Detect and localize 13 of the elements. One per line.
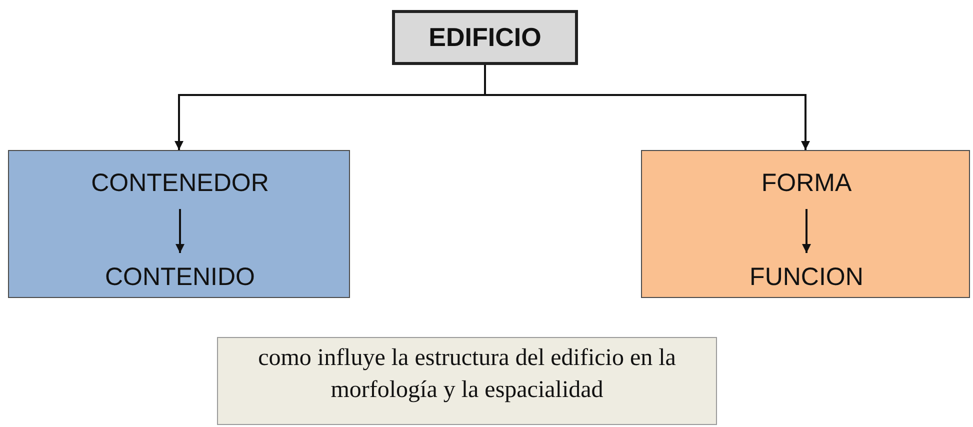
term-label: FUNCION — [682, 259, 931, 295]
term-label: CONTENIDO — [49, 259, 311, 295]
title-box — [392, 10, 578, 65]
arrow — [484, 65, 810, 150]
arrow — [802, 209, 811, 253]
category-box — [641, 150, 970, 298]
note-box — [217, 337, 717, 425]
category-box — [8, 150, 350, 298]
arrow — [176, 209, 184, 253]
title-text: EDIFICIO — [428, 22, 542, 53]
term-label: CONTENEDOR — [49, 165, 311, 201]
note-text: como influye la estructura del edificio en la morfología y la espacialidad — [257, 344, 677, 406]
term-label: FORMA — [682, 165, 931, 201]
